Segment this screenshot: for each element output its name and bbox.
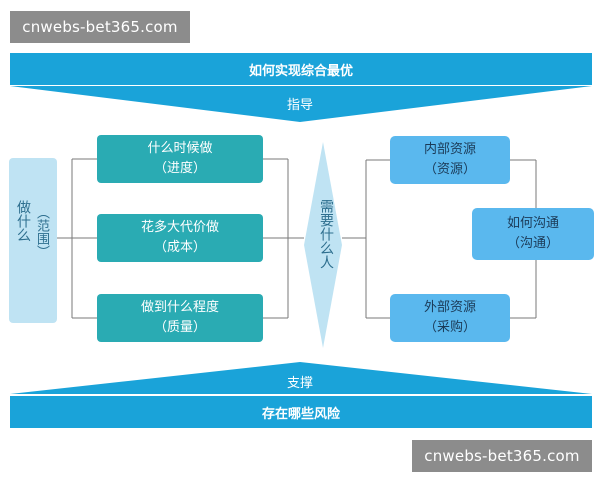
bottom-bar-title: 存在哪些风险 [10,396,592,428]
guide-label: 指导 [286,98,313,113]
center-label: 需要什么人 [318,199,334,269]
resource-box-external: 外部资源 （采购） [390,294,510,342]
scope-main-label: 做什么 [15,200,31,242]
resource-title: 内部资源 [423,142,476,157]
guide-arrow [10,86,592,122]
support-label: 支撑 [286,376,313,391]
task-box-quality: 做到什么程度 （质量） [97,294,263,342]
support-arrow [10,362,592,394]
scope-sub-label: （范围） [34,206,49,258]
watermark-top: cnwebs-bet365.com [10,11,190,43]
center-diamond [304,142,342,348]
task-sub: （进度） [153,161,206,176]
communication-title: 如何沟通 [506,216,559,231]
resource-box-internal: 内部资源 （资源） [390,136,510,184]
top-bar-title: 如何实现综合最优 [10,53,592,85]
task-sub: （成本） [153,240,206,255]
task-box-cost: 花多大代价做 （成本） [97,214,263,262]
task-title: 什么时候做 [147,141,213,156]
task-box-schedule: 什么时候做 （进度） [97,135,263,183]
communication-sub: （沟通） [506,236,559,251]
task-title: 做到什么程度 [140,300,219,315]
communication-box: 如何沟通 （沟通） [472,208,594,260]
resource-sub: （采购） [423,320,476,335]
resource-title: 外部资源 [423,300,476,315]
task-sub: （质量） [153,320,206,335]
watermark-bottom: cnwebs-bet365.com [412,440,592,472]
scope-box [9,158,57,323]
task-title: 花多大代价做 [140,220,219,235]
resource-sub: （资源） [423,162,476,177]
